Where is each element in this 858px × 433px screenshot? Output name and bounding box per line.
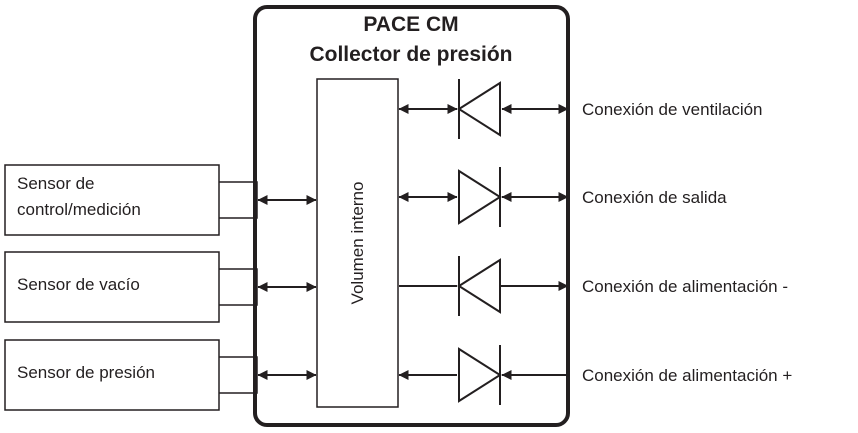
manifold-title: PACE CM (363, 13, 458, 36)
pressure-sensor-box (4, 339, 220, 411)
manifold-subtitle: Collector de presión (309, 43, 512, 66)
pressure-sensor-label: Sensor de presión (17, 363, 155, 382)
internal-volume-box (316, 78, 399, 408)
vacuum-sensor-port (219, 268, 258, 306)
vent-connection-label: Conexión de ventilación (582, 100, 763, 119)
internal-volume-label: Volumen interno (348, 182, 367, 305)
control-measure-sensor-box (4, 164, 220, 236)
manifold-box (253, 5, 570, 427)
supply-minus-check-valve (457, 258, 501, 314)
supply-plus-connection-label: Conexión de alimentación + (582, 366, 792, 385)
output-check-valve (458, 169, 502, 225)
control-measure-sensor-label-line1: Sensor de (17, 174, 95, 193)
vent-check-valve (457, 81, 501, 137)
supply-plus-check-valve (458, 347, 502, 403)
control-measure-sensor-label-line2: control/medición (17, 200, 141, 219)
supply-minus-connection-label: Conexión de alimentación - (582, 277, 788, 296)
pressure-sensor-port (219, 356, 258, 394)
vacuum-sensor-label: Sensor de vacío (17, 275, 140, 294)
vacuum-sensor-box (4, 251, 220, 323)
control-sensor-port (219, 181, 258, 219)
output-connection-label: Conexión de salida (582, 188, 727, 207)
